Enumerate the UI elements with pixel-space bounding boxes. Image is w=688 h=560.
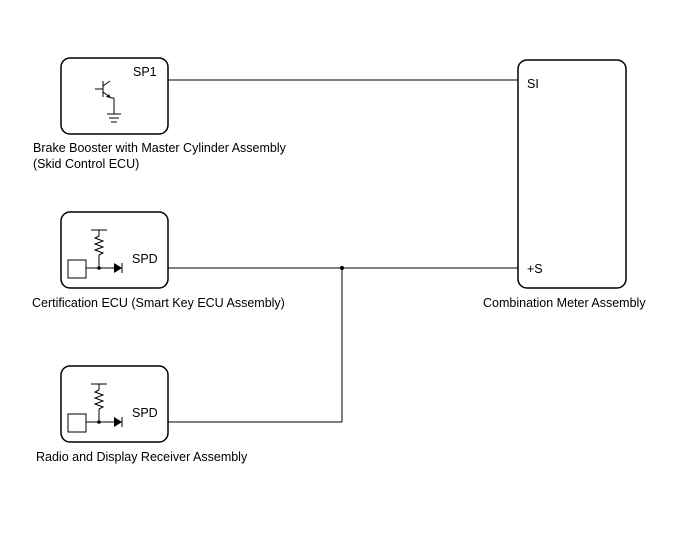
transistor-icon <box>95 80 115 114</box>
certification-ecu-pin-label: SPD <box>132 252 158 266</box>
diode-icon <box>114 417 123 427</box>
brake-booster-sublabel: (Skid Control ECU) <box>33 157 139 171</box>
resistor-icon <box>91 383 107 422</box>
brake-booster-pin-label: SP1 <box>133 65 157 79</box>
certification-ecu-component: SPD Certification ECU (Smart Key ECU Ass… <box>32 211 285 310</box>
radio-receiver-component: SPD Radio and Display Receiver Assembly <box>36 365 248 464</box>
brake-booster-label: Brake Booster with Master Cylinder Assem… <box>33 141 287 155</box>
wire-sp1-to-si <box>109 79 518 87</box>
diode-icon <box>114 263 123 273</box>
ground-icon <box>107 113 121 123</box>
splice-junction-dot <box>340 266 344 270</box>
combination-meter-label: Combination Meter Assembly <box>483 296 646 310</box>
junction-dot <box>97 420 101 424</box>
radio-receiver-pin-label: SPD <box>132 406 158 420</box>
signal-source-icon <box>67 413 87 433</box>
certification-ecu-box <box>60 211 169 289</box>
combination-meter-pin-si: SI <box>527 77 539 91</box>
brake-booster-component: SP1 Brake Booster with Master Cylinder A… <box>33 57 287 171</box>
certification-ecu-label: Certification ECU (Smart Key ECU Assembl… <box>32 296 285 310</box>
signal-source-icon <box>67 259 87 279</box>
combination-meter-box <box>517 59 627 289</box>
combination-meter-pin-s: +S <box>527 262 543 276</box>
resistor-icon <box>91 229 107 268</box>
radio-receiver-label: Radio and Display Receiver Assembly <box>36 450 248 464</box>
junction-dot <box>97 266 101 270</box>
combination-meter-component: SI +S Combination Meter Assembly <box>483 59 646 310</box>
brake-booster-box <box>60 57 169 135</box>
radio-receiver-box <box>60 365 169 443</box>
wires <box>109 79 518 423</box>
